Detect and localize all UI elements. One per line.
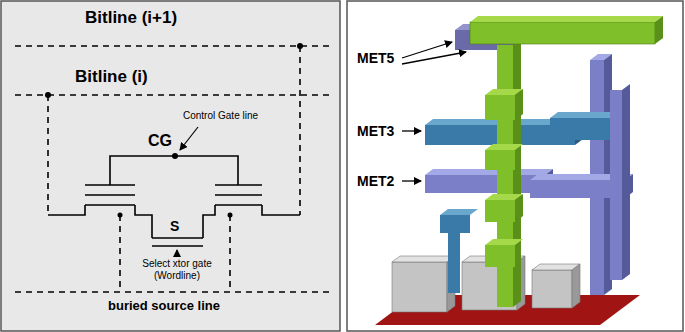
layer-label: MET3 — [357, 123, 394, 140]
bitline-label: Bitline (i+1) — [85, 8, 177, 28]
transistor-label: S — [170, 218, 179, 235]
green-via-stack — [485, 39, 523, 307]
label-arrows — [402, 42, 466, 181]
signal-label: CG — [148, 131, 172, 150]
met2-bars — [425, 84, 633, 280]
layer-label: MET2 — [357, 173, 394, 190]
schematic-wires — [15, 46, 330, 292]
layout-panel — [347, 1, 683, 331]
layer-label: MET5 — [357, 50, 394, 67]
line-label: buried source line — [108, 298, 220, 314]
signal-label: Control Gate line — [183, 110, 258, 122]
schematic-panel — [1, 1, 340, 331]
met3-bars — [425, 112, 628, 293]
bitline-label: Bitline (i) — [75, 67, 148, 87]
leader-arrows — [177, 127, 198, 257]
signal-label: Select xtor gate (Wordline) — [127, 258, 227, 282]
met5-bar — [470, 16, 663, 44]
junction-dots — [45, 43, 303, 218]
